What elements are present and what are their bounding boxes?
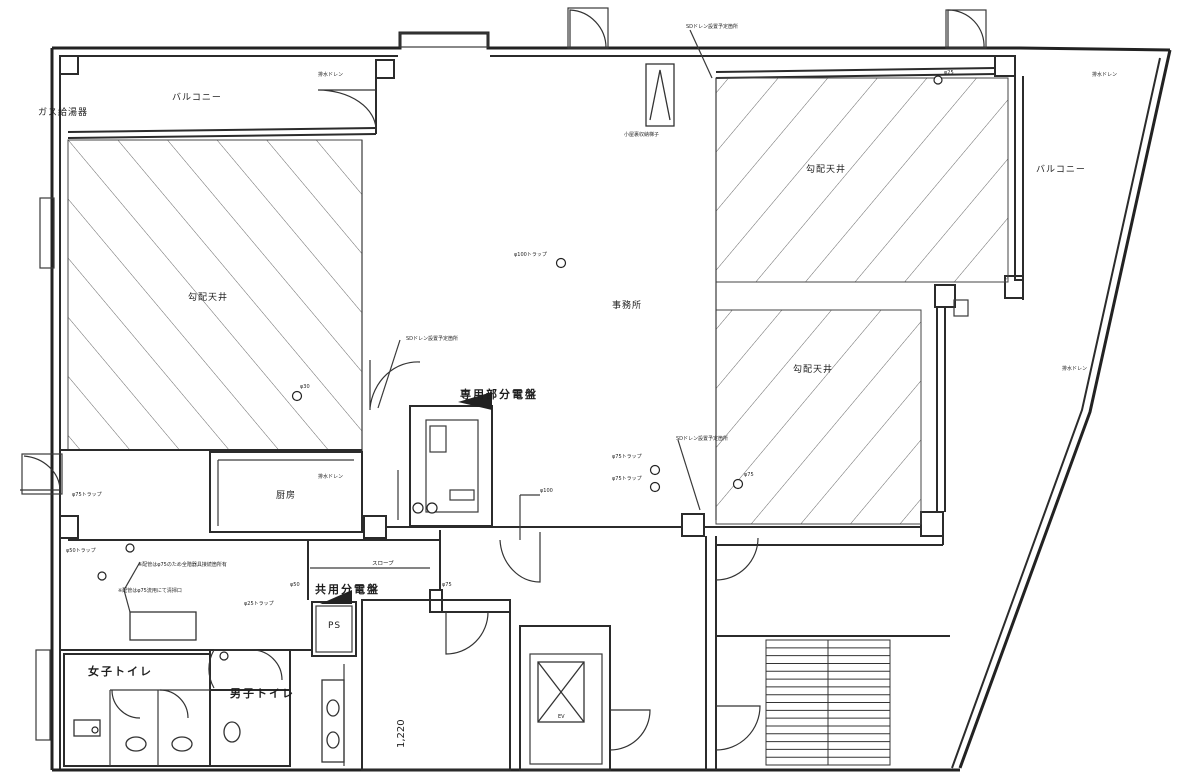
note-drain-top-left: 排水ドレン [318,71,343,78]
label-kitchen: 厨房 [276,489,296,501]
label-slope-ceiling-top-right: 勾配天井 [806,163,846,175]
note-trap-top-right: φ25 [944,70,954,76]
slope-ceiling-mid-right-area [715,309,922,525]
note-trap-mid3: φ75 [744,472,754,478]
shared-panel-area [311,590,357,657]
staircase [765,639,891,766]
label-storage-ladder: 小屋裏収納梯子 [624,131,659,138]
corridor-walls [68,530,541,600]
kitchen-walls [20,449,363,533]
outer-walls [35,31,1172,772]
toilet-block [60,611,345,767]
label-balcony-right: バルコニー [1036,164,1086,175]
label-ev: EV [558,714,565,720]
label-ps: PS [328,621,341,631]
slope-ceiling-left-area [67,139,363,451]
label-balcony-top: バルコニー [172,92,222,103]
room-labels: バルコニー ガス給湯器 バルコニー 勾配天井 勾配天井 勾配天井 事務所 厨房 … [38,92,1086,748]
top-doors [567,7,987,49]
note-lower-left-2: ※配管はφ75流用にて清掃口 [118,587,182,594]
note-drain-header-low: SDドレン設置予定箇所 [676,435,728,442]
leader-lines [123,29,713,613]
note-drain-header-top: SDドレン設置予定箇所 [686,23,738,30]
top-balcony [67,67,996,139]
label-shared-panel: 共用分電盤 [315,582,380,596]
label-slope-ceiling-mid-right: 勾配天井 [793,363,833,375]
label-exclusive-panel: 専用部分電盤 [460,387,538,401]
slope-ceiling-top-right-area [715,77,1009,283]
label-office: 事務所 [612,299,642,311]
note-trap-left: φ30 [300,384,310,390]
note-phi-100: φ100 [540,488,553,494]
right-balcony-walls [936,76,1024,512]
label-dimension: 1,220 [396,719,407,748]
exclusive-panel-area [369,360,540,540]
note-trap-lower-mid: φ25トラップ [244,601,274,607]
note-phi-75: φ75 [442,582,452,588]
note-trap-mid1: φ75トラップ [612,454,642,460]
note-trap-lower-left: φ50トラップ [66,548,96,554]
label-mens-toilet: 男子トイレ [230,687,295,700]
label-womens-toilet: 女子トイレ [88,664,153,678]
storage-ladder [645,63,675,127]
note-drain-top-right: 排水ドレン [1092,71,1117,78]
note-drain-kitchen: 排水ドレン [318,473,343,480]
core-walls [361,536,950,771]
label-slope: スロープ [372,560,394,567]
label-gas-heater: ガス給湯器 [38,106,88,118]
note-drain-header-mid: SDドレン設置予定箇所 [406,335,458,342]
note-phi-50: φ50 [290,582,300,588]
note-trap-office: φ100トラップ [514,252,547,258]
annotation-notes: 排水ドレン 排水ドレン 排水ドレン 排水ドレン SDドレン設置予定箇所 SDドレ… [66,23,1117,607]
label-slope-ceiling-left: 勾配天井 [188,291,228,303]
note-drain-right: 排水ドレン [1062,365,1087,372]
drain-points [91,75,943,734]
note-trap-mid2: φ75トラップ [612,476,642,482]
note-lower-left-1: ※配管はφ75のため全階器具接続箇所有 [138,561,227,568]
note-trap-left-wall: φ75トラップ [72,492,102,498]
